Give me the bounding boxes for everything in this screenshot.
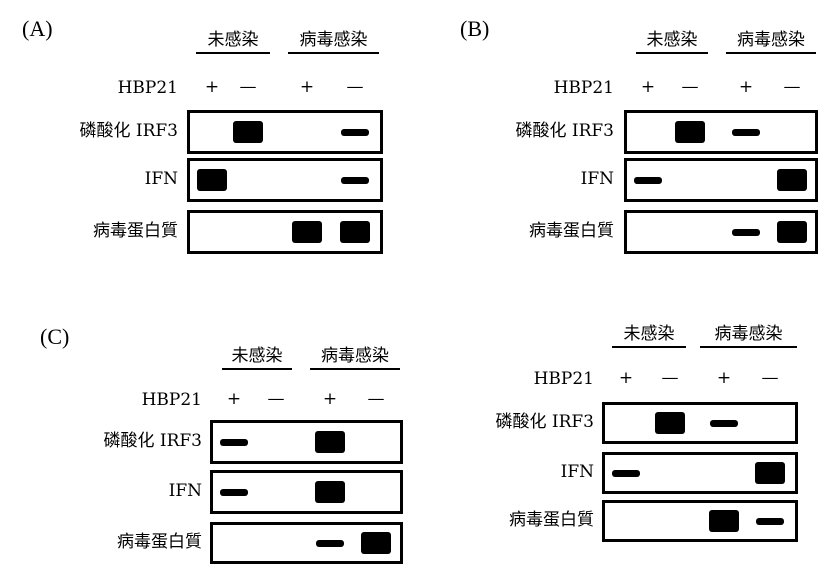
row-label: 磷酸化 IRF3 <box>79 121 178 141</box>
thick-band <box>361 532 391 554</box>
treatment-sign: — <box>761 368 779 388</box>
group-label: 未感染 <box>207 30 259 50</box>
group-underline <box>222 368 292 370</box>
treatment-sign: + <box>322 389 338 409</box>
thick-band <box>233 121 263 143</box>
thick-band <box>675 121 705 143</box>
thin-band <box>220 488 248 496</box>
thin-band <box>732 228 760 236</box>
thick-band <box>340 221 370 243</box>
treatment-label: HBP21 <box>553 78 614 98</box>
thin-band <box>220 438 248 446</box>
thick-band <box>777 221 807 243</box>
group-underline <box>700 346 797 348</box>
row-label: 磷酸化 IRF3 <box>495 412 594 432</box>
group-label: 病毒感染 <box>321 346 389 366</box>
treatment-sign: + <box>226 389 242 409</box>
panel-label: (B) <box>460 16 490 41</box>
group-underline <box>288 52 379 54</box>
row-label: 磷酸化 IRF3 <box>103 431 202 451</box>
blot-box <box>602 402 798 444</box>
treatment-sign: + <box>299 77 315 97</box>
thin-band <box>710 419 738 427</box>
group-label: 病毒感染 <box>737 30 805 50</box>
thick-band <box>777 169 807 191</box>
thick-band <box>315 481 345 503</box>
treatment-label: HBP21 <box>117 78 178 98</box>
thin-band <box>341 128 369 136</box>
thick-band <box>197 169 227 191</box>
treatment-sign: + <box>716 368 732 388</box>
row-label: 病毒蛋白質 <box>529 221 614 241</box>
thin-band <box>634 176 662 184</box>
blot-box <box>624 110 818 154</box>
blot-box <box>624 210 818 254</box>
treatment-sign: + <box>204 77 220 97</box>
group-underline <box>310 368 400 370</box>
group-label: 病毒感染 <box>299 30 368 50</box>
row-label: IFN <box>168 481 202 501</box>
row-label: IFN <box>580 169 614 189</box>
thin-band <box>756 517 784 525</box>
treatment-sign: — <box>783 77 801 97</box>
row-label: IFN <box>560 462 594 482</box>
group-label: 病毒感染 <box>714 324 783 344</box>
group-underline <box>726 52 816 54</box>
thin-band <box>612 469 640 477</box>
row-label: 病毒蛋白質 <box>509 510 594 530</box>
blot-box <box>187 210 383 254</box>
thick-band <box>709 510 739 532</box>
group-label: 未感染 <box>646 30 698 50</box>
thick-band <box>292 221 322 243</box>
group-underline <box>636 52 708 54</box>
group-label: 未感染 <box>231 346 283 366</box>
treatment-label: HBP21 <box>141 390 202 410</box>
treatment-sign: — <box>681 77 699 97</box>
row-label: IFN <box>144 169 178 189</box>
treatment-sign: + <box>618 368 634 388</box>
row-label: 病毒蛋白質 <box>117 532 202 552</box>
thick-band <box>315 431 345 453</box>
treatment-sign: + <box>738 77 754 97</box>
panel-label: (C) <box>40 324 70 349</box>
thick-band <box>755 462 785 484</box>
treatment-sign: — <box>346 77 364 97</box>
row-label: 病毒蛋白質 <box>93 221 178 241</box>
treatment-sign: — <box>661 368 679 388</box>
treatment-sign: — <box>267 389 285 409</box>
group-label: 未感染 <box>623 324 675 344</box>
group-underline <box>196 52 270 54</box>
row-label: 磷酸化 IRF3 <box>515 121 614 141</box>
thin-band <box>316 539 344 547</box>
thick-band <box>655 412 685 434</box>
thin-band <box>732 128 760 136</box>
treatment-sign: + <box>640 77 656 97</box>
treatment-sign: — <box>367 389 385 409</box>
thin-band <box>341 176 369 184</box>
panel-label: (A) <box>22 16 53 41</box>
group-underline <box>612 346 686 348</box>
treatment-label: HBP21 <box>533 369 594 389</box>
treatment-sign: — <box>239 77 257 97</box>
